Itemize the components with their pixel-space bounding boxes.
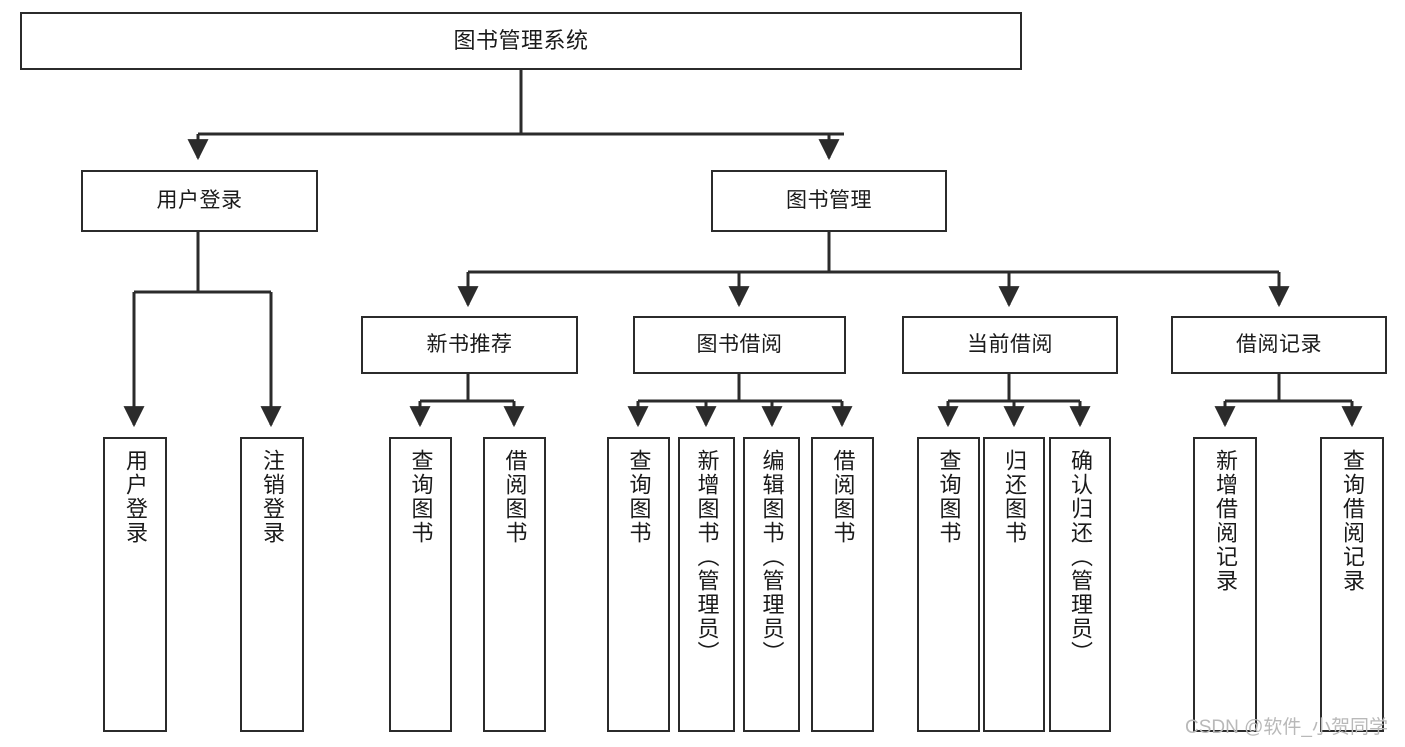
leaf-logout-login[interactable]: 注销登录	[240, 437, 304, 732]
leaf-query-book-current[interactable]: 查询图书	[917, 437, 980, 732]
node-label: 查询图书	[936, 449, 962, 545]
node-new-book-recommend[interactable]: 新书推荐	[361, 316, 578, 374]
node-label: 查询借阅记录	[1340, 449, 1365, 593]
leaf-add-book-admin[interactable]: 新增图书（管理员）	[678, 437, 735, 732]
node-label: 用户登录	[156, 188, 243, 212]
node-label: 编辑图书（管理员）	[759, 449, 785, 665]
node-label: 注销登录	[260, 449, 285, 545]
leaf-query-book-borrow[interactable]: 查询图书	[607, 437, 670, 732]
leaf-add-borrow-record[interactable]: 新增借阅记录	[1193, 437, 1257, 732]
node-label: 图书管理	[786, 188, 872, 212]
node-label: 借阅图书	[502, 449, 528, 545]
node-label: 图书管理系统	[453, 28, 589, 54]
node-label: 新增借阅记录	[1213, 449, 1238, 593]
node-borrow-record[interactable]: 借阅记录	[1171, 316, 1387, 374]
leaf-query-book-recommend[interactable]: 查询图书	[389, 437, 452, 732]
node-current-borrow[interactable]: 当前借阅	[902, 316, 1118, 374]
node-label: 归还图书	[1002, 449, 1027, 545]
csdn-watermark: CSDN @软件_小贺同学	[1185, 717, 1388, 738]
node-label: 查询图书	[408, 449, 434, 545]
node-label: 查询图书	[626, 449, 652, 545]
node-book-management[interactable]: 图书管理	[711, 170, 947, 232]
leaf-edit-book-admin[interactable]: 编辑图书（管理员）	[743, 437, 800, 732]
node-label: 借阅图书	[830, 449, 856, 545]
node-label: 当前借阅	[967, 332, 1053, 356]
node-label: 确认归还（管理员）	[1068, 449, 1093, 665]
leaf-borrow-book-borrow[interactable]: 借阅图书	[811, 437, 874, 732]
node-label: 新增图书（管理员）	[694, 449, 720, 665]
leaf-user-login[interactable]: 用户登录	[103, 437, 167, 732]
leaf-query-borrow-record[interactable]: 查询借阅记录	[1320, 437, 1384, 732]
node-root-book-management-system[interactable]: 图书管理系统	[20, 12, 1022, 70]
leaf-return-book[interactable]: 归还图书	[983, 437, 1045, 732]
node-label: 新书推荐	[426, 332, 513, 356]
leaf-confirm-return-admin[interactable]: 确认归还（管理员）	[1049, 437, 1111, 732]
node-label: 用户登录	[123, 449, 148, 545]
node-book-borrow[interactable]: 图书借阅	[633, 316, 846, 374]
node-label: 图书借阅	[696, 332, 783, 356]
node-user-login[interactable]: 用户登录	[81, 170, 318, 232]
leaf-borrow-book-recommend[interactable]: 借阅图书	[483, 437, 546, 732]
node-label: 借阅记录	[1236, 332, 1322, 356]
